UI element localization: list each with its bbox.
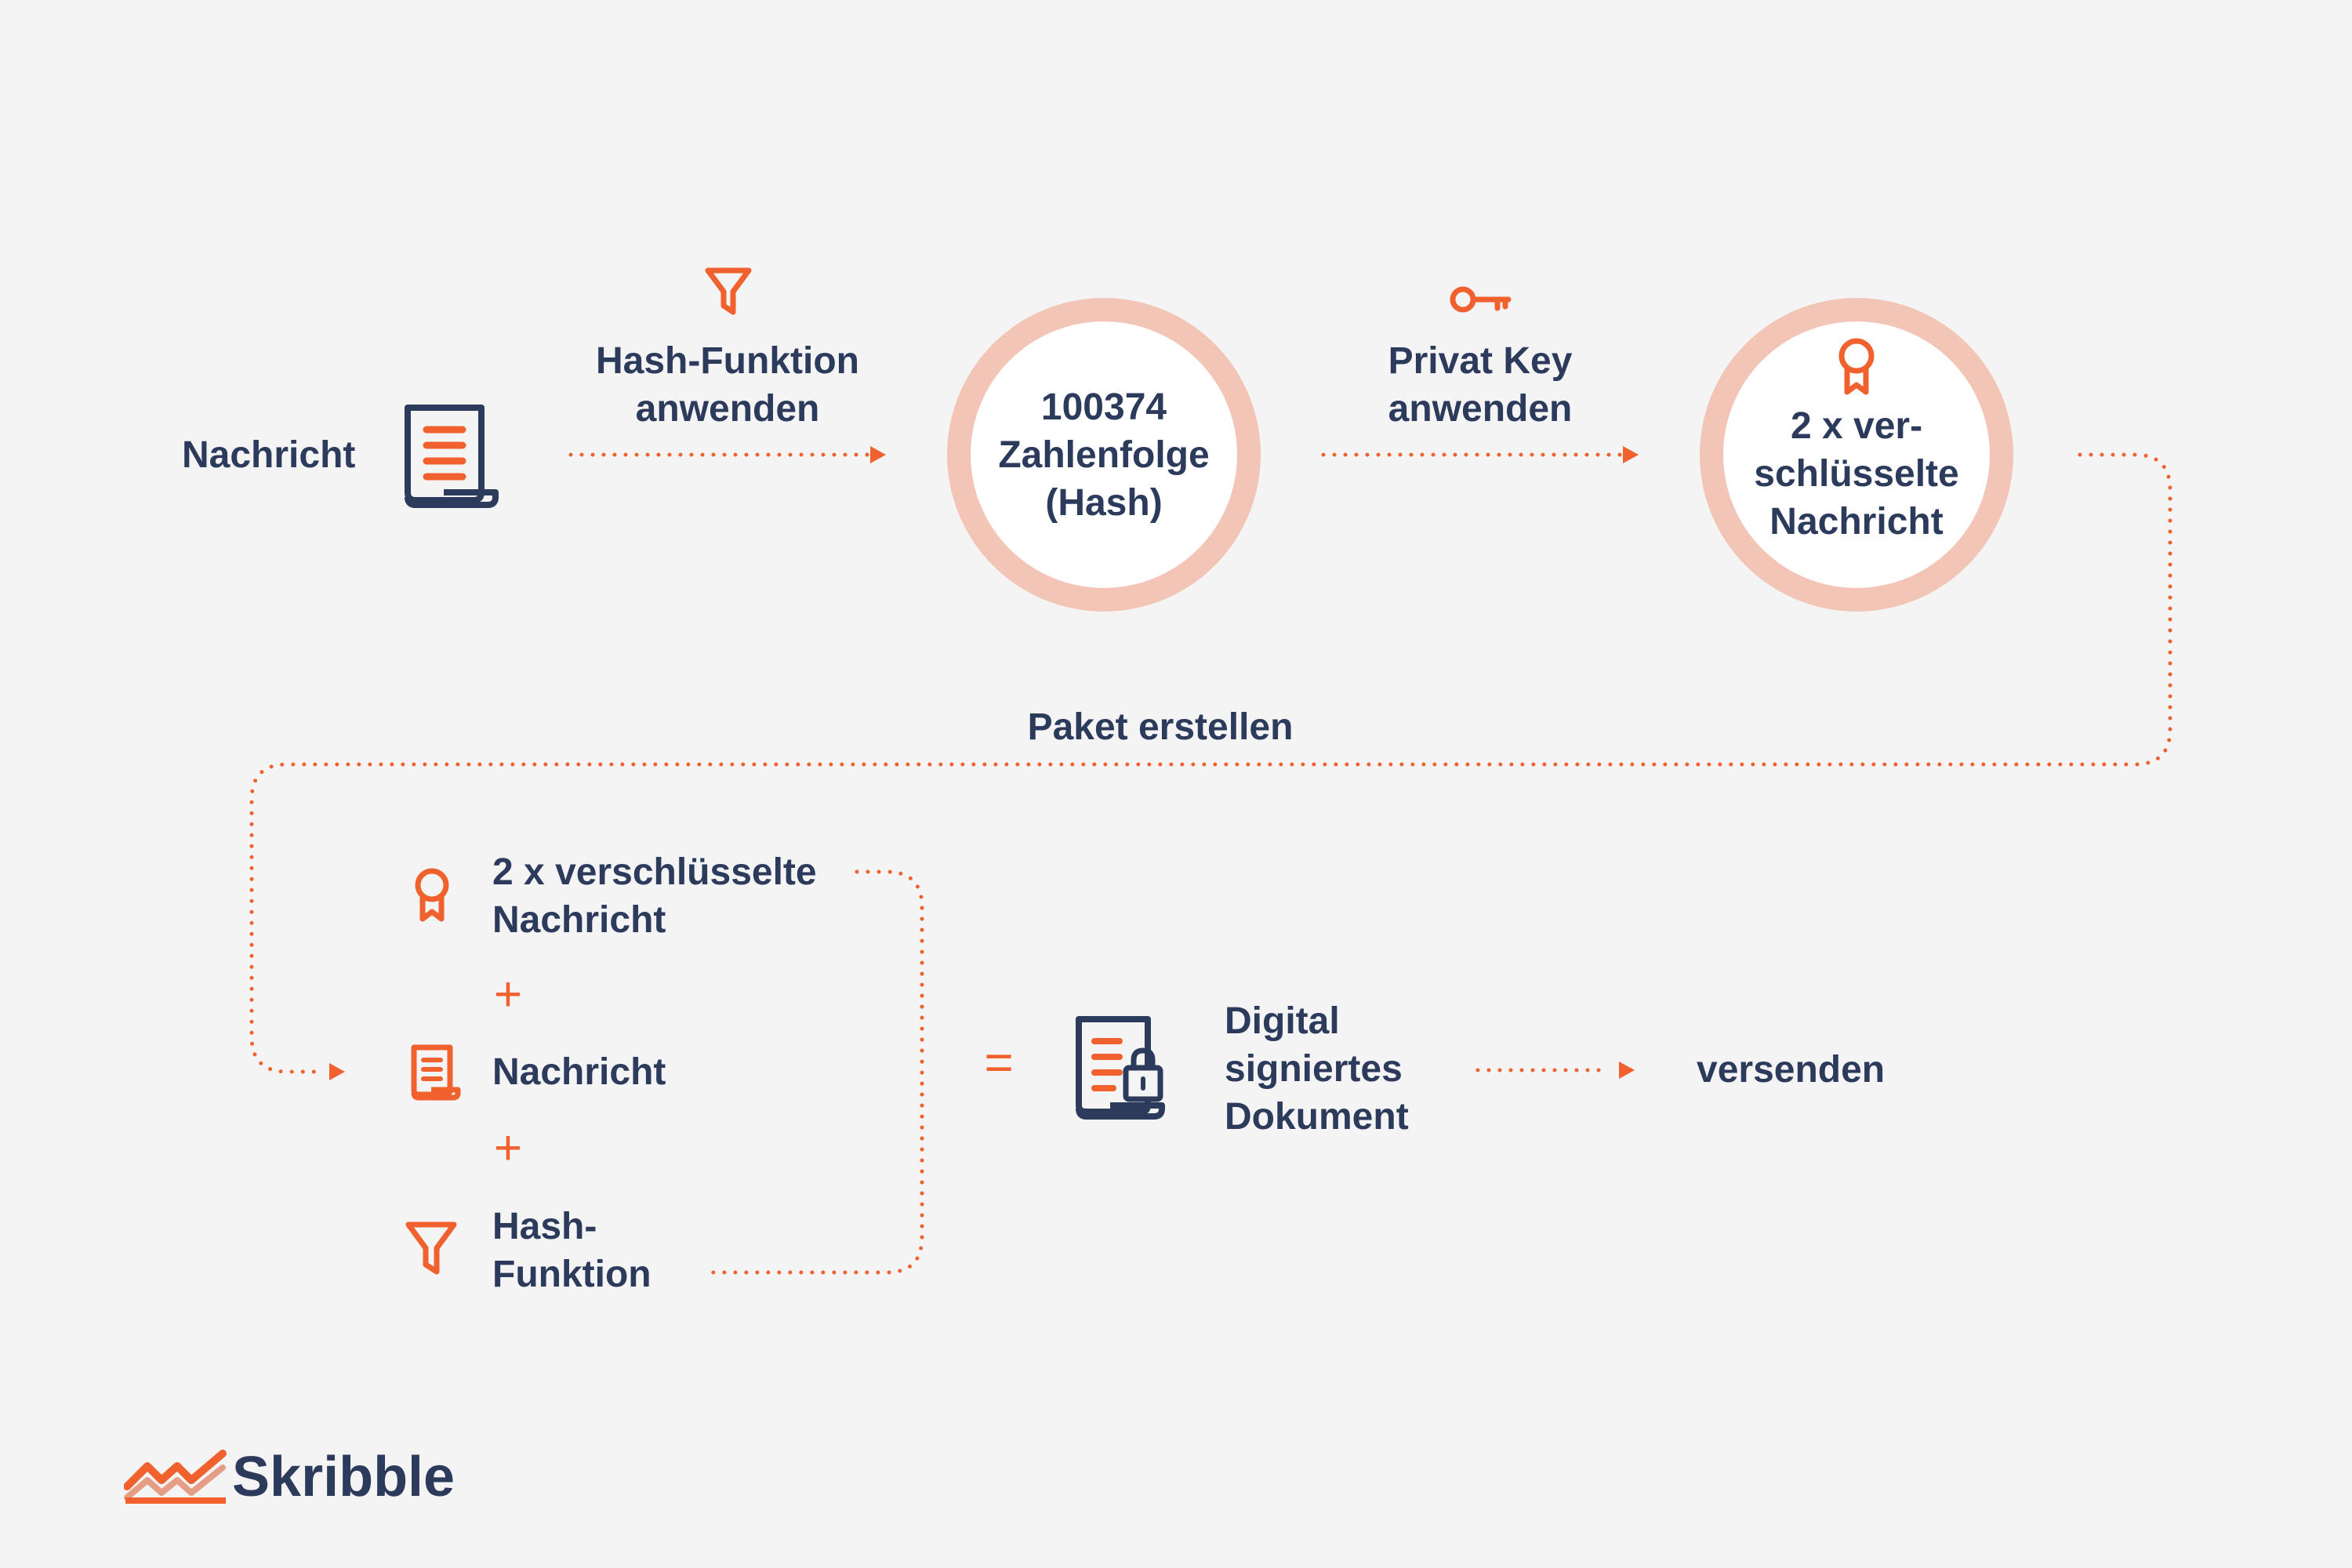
arrowhead-4: [1619, 1062, 1635, 1079]
key-icon: [1450, 286, 1512, 313]
document-icon: [405, 405, 499, 508]
key-step-label: Privat Key anwenden: [1388, 340, 1573, 430]
ribbon-award-icon: [1838, 338, 1875, 395]
funnel-icon: [705, 267, 752, 315]
skribble-logo-icon: [124, 1450, 227, 1504]
ribbon-award-icon: [415, 868, 449, 922]
plus-sign: +: [493, 1121, 523, 1175]
plus-sign: +: [493, 967, 523, 1022]
arrowhead-1: [870, 446, 886, 463]
funnel-icon: [405, 1221, 457, 1275]
package-item-encrypted-label: 2 x verschlüsselte Nachricht: [492, 851, 817, 941]
signed-document-label: Digital signiertes Dokument: [1225, 1000, 1409, 1138]
package-loop-line: [249, 452, 2172, 1074]
package-bracket-line: [700, 869, 924, 1275]
package-item-hash-label: Hash- Funktion: [492, 1206, 652, 1295]
arrowhead-2: [1623, 446, 1639, 463]
equals-sign: =: [984, 1034, 1014, 1091]
package-item-message-label: Nachricht: [492, 1051, 666, 1093]
hash-step-label: Hash-Funktion anwenden: [596, 340, 859, 430]
document-icon: [411, 1044, 461, 1101]
encrypted-result-text: 2 x ver- schlüsselte Nachricht: [1754, 405, 1959, 543]
arrowhead-3: [329, 1063, 345, 1080]
brand-name: Skribble: [232, 1446, 456, 1508]
encrypted-result-circle: 2 x ver- schlüsselte Nachricht: [1700, 298, 2013, 612]
message-label: Nachricht: [182, 434, 356, 476]
hash-result-text: 100374 Zahlenfolge (Hash): [998, 386, 1210, 524]
send-label: versenden: [1697, 1049, 1886, 1091]
package-label: Paket erstellen: [1027, 706, 1294, 748]
hash-result-circle: 100374 Zahlenfolge (Hash): [947, 298, 1261, 612]
signed-document-icon: [1076, 1016, 1165, 1120]
